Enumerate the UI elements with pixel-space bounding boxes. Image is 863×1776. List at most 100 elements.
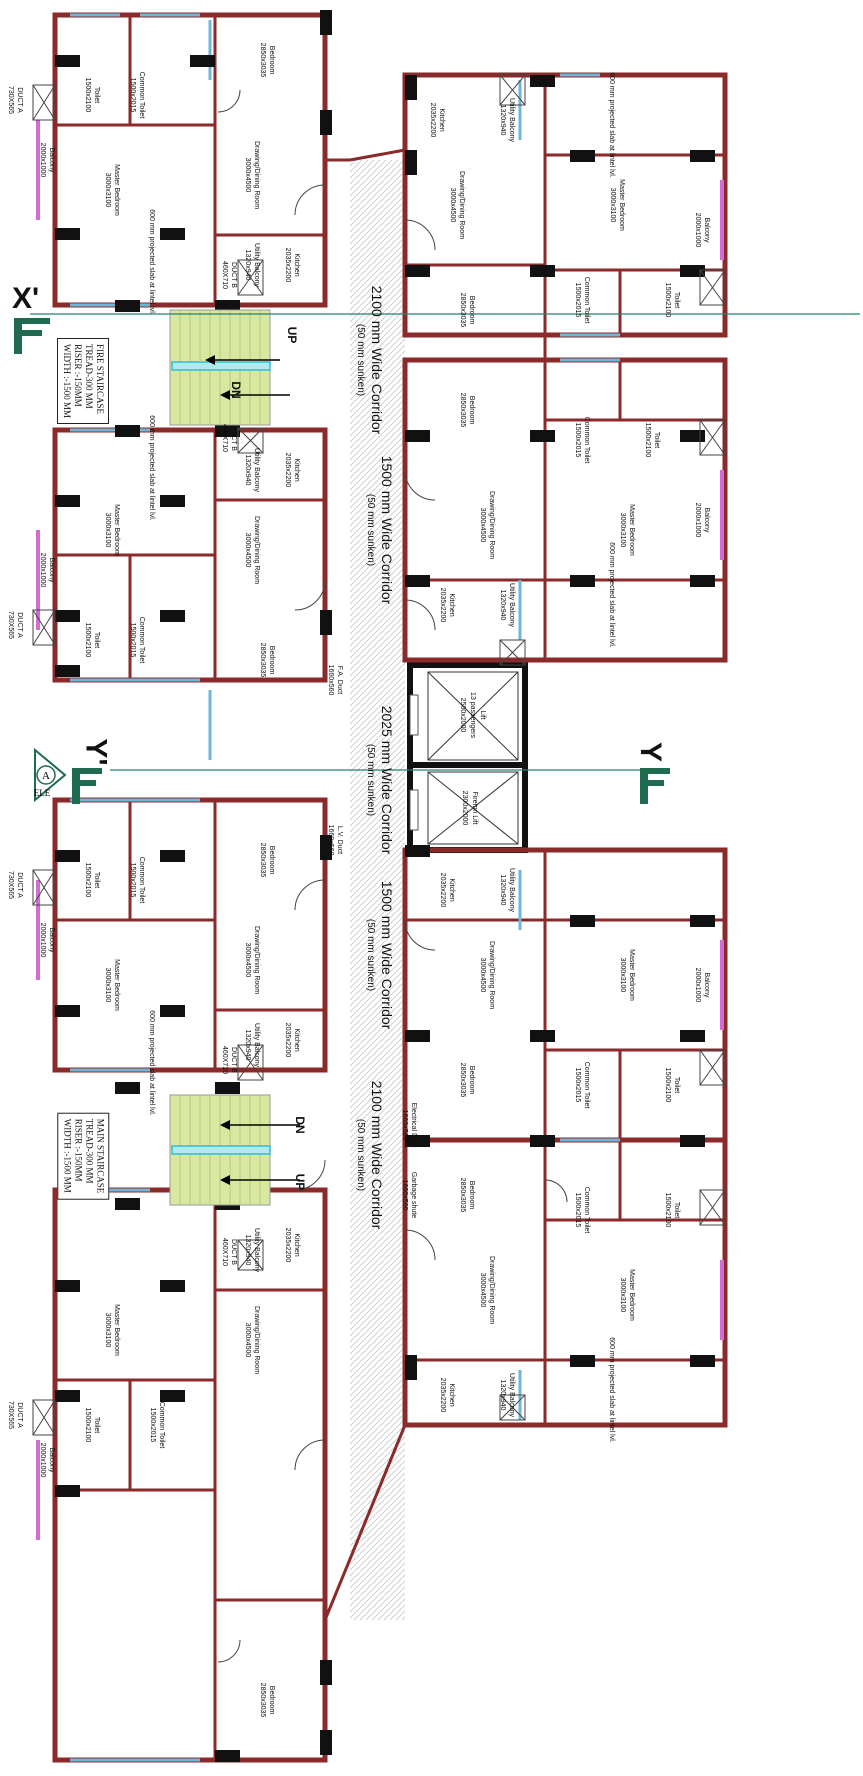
room-label: Drawing/Dining Room bbox=[458, 171, 465, 239]
room-label: Toilet bbox=[93, 87, 100, 103]
room-label: Master Bedroom bbox=[113, 164, 120, 216]
room-label: Common Toilet bbox=[583, 1062, 590, 1109]
room-size: 3000x3100 bbox=[619, 513, 626, 548]
room-size: 1500x2100 bbox=[84, 623, 91, 658]
room-size: 3000x3100 bbox=[619, 1278, 626, 1313]
room-label: Drawing/Dining Room bbox=[253, 926, 260, 994]
room-label: Toilet bbox=[93, 1417, 100, 1433]
fireman-lift-size: 2300x2000 bbox=[461, 791, 468, 826]
room-label: Bedroom bbox=[468, 396, 475, 425]
duct-b-label: DUCT B bbox=[230, 1047, 237, 1073]
corridor-note: (50 mm sunken) bbox=[355, 324, 366, 396]
duct-b-size: 460X710 bbox=[221, 261, 228, 289]
duct-a-label: DUCT A bbox=[16, 612, 23, 638]
fa-duct-label: F.A. Duct bbox=[336, 666, 343, 694]
room-size: 2850x3035 bbox=[459, 393, 466, 428]
room-size: 2850x3035 bbox=[459, 1178, 466, 1213]
corridor-width: 1500 mm Wide Corridor bbox=[379, 881, 395, 1030]
lift-size: 2500x2000 bbox=[459, 698, 466, 733]
duct-b-label: DUCT B bbox=[230, 1239, 237, 1265]
room-label: Master Bedroom bbox=[628, 504, 635, 556]
room-size: 2035x2200 bbox=[284, 248, 291, 283]
duct-a-size: 730X565 bbox=[7, 871, 14, 899]
room-size: 2035x2200 bbox=[439, 1378, 446, 1413]
room-label: Drawing/Dining Room bbox=[253, 141, 260, 209]
main-staircase bbox=[169, 1094, 300, 1206]
room-size: 1500x2015 bbox=[574, 423, 581, 458]
room-label: Toilet bbox=[93, 872, 100, 888]
room-size: 1320x940 bbox=[244, 250, 251, 281]
duct-a-size: 730X565 bbox=[7, 86, 14, 114]
room-label: Kitchen bbox=[448, 1383, 455, 1406]
room-label: Master Bedroom bbox=[113, 1304, 120, 1356]
room-label: Master Bedroom bbox=[618, 179, 625, 231]
duct-a-label: DUCT A bbox=[16, 87, 23, 113]
duct-a-size: 730X565 bbox=[7, 1401, 14, 1429]
room-label: Bedroom bbox=[468, 1181, 475, 1210]
room-label: Toilet bbox=[673, 1077, 680, 1093]
corridor-zone bbox=[350, 160, 405, 1620]
fire-stair-up: UP bbox=[285, 327, 299, 344]
room-label: Master Bedroom bbox=[113, 504, 120, 556]
room-size: 2000x1000 bbox=[39, 923, 46, 958]
room-label: Toilet bbox=[93, 632, 100, 648]
room-size: 2000x1000 bbox=[694, 503, 701, 538]
duct-b-label: DUCT B bbox=[230, 425, 237, 451]
ele-tag: A ELE bbox=[34, 747, 67, 803]
duct-a-label: DUCT A bbox=[16, 1402, 23, 1428]
room-size: 1500x2015 bbox=[129, 623, 136, 658]
room-size: 1500x2100 bbox=[644, 423, 651, 458]
lift-label: Lift bbox=[479, 710, 486, 719]
corridor-width: 2100 mm Wide Corridor bbox=[369, 286, 385, 435]
fire-staircase-note: FIRE STAIRCASE TREAD-300 MM RISER :-150M… bbox=[57, 338, 109, 424]
room-size: 1500x2100 bbox=[664, 283, 671, 318]
room-size: 1320x940 bbox=[499, 590, 506, 621]
room-size: 1500x2100 bbox=[84, 78, 91, 113]
room-label: Drawing/Dining Room bbox=[488, 1256, 495, 1324]
room-label: Master Bedroom bbox=[113, 959, 120, 1011]
room-size: 1500x2015 bbox=[574, 283, 581, 318]
room-size: 2850x3035 bbox=[259, 1683, 266, 1718]
room-size: 2850x3035 bbox=[259, 843, 266, 878]
room-size: 2035x2200 bbox=[439, 873, 446, 908]
fire-staircase-riser: RISER :-150MM bbox=[73, 344, 83, 407]
room-size: 3000x3100 bbox=[619, 958, 626, 993]
room-label: Bedroom bbox=[268, 846, 275, 875]
right-wing bbox=[402, 72, 728, 1428]
room-size: 3000x4500 bbox=[479, 1273, 486, 1308]
room-label: Utility Balcony bbox=[508, 1373, 515, 1417]
room-size: 2850x3035 bbox=[259, 643, 266, 678]
flat-outline-left-4 bbox=[52, 1187, 328, 1763]
room-size: 2035x2200 bbox=[284, 453, 291, 488]
main-stair-dn: DN bbox=[293, 1116, 307, 1133]
corridor-width: 2100 mm Wide Corridor bbox=[369, 1081, 385, 1230]
room-label: Common Toilet bbox=[583, 277, 590, 324]
room-label: Common Toilet bbox=[158, 1402, 165, 1449]
room-size: 1320x940 bbox=[244, 455, 251, 486]
duct-a-size: 730X565 bbox=[7, 611, 14, 639]
fa-duct-size: 1660x560 bbox=[327, 665, 334, 696]
room-size: 1320x940 bbox=[244, 1030, 251, 1061]
wall-note: 600 mm projected slab at lintel lvl. bbox=[148, 209, 155, 314]
corridor-note: (50 mm sunken) bbox=[365, 494, 376, 566]
room-size: 3000x4500 bbox=[244, 533, 251, 568]
duct-b-label: DUCT B bbox=[230, 262, 237, 288]
room-size: 2035x2200 bbox=[439, 588, 446, 623]
room-label: Balcony bbox=[703, 218, 710, 243]
room-label: Utility Balcony bbox=[253, 1023, 260, 1067]
room-label: Common Toilet bbox=[138, 617, 145, 664]
room-label: Master Bedroom bbox=[628, 949, 635, 1001]
room-size: 1500x2015 bbox=[129, 78, 136, 113]
room-size: 1500x2015 bbox=[574, 1193, 581, 1228]
room-label: Bedroom bbox=[468, 1066, 475, 1095]
room-size: 1500x2100 bbox=[664, 1068, 671, 1103]
duct-b-size: 460X710 bbox=[221, 1238, 228, 1266]
room-label: Balcony bbox=[703, 973, 710, 998]
room-size: 3000x3100 bbox=[104, 513, 111, 548]
electrical-duct-size: 1660x560 bbox=[401, 1110, 408, 1141]
room-label: Balcony bbox=[703, 508, 710, 533]
room-label: Drawing/Dining Room bbox=[488, 941, 495, 1009]
wall-note: 600 mm projected slab at lintel lvl. bbox=[148, 1010, 155, 1115]
room-label: Kitchen bbox=[448, 878, 455, 901]
